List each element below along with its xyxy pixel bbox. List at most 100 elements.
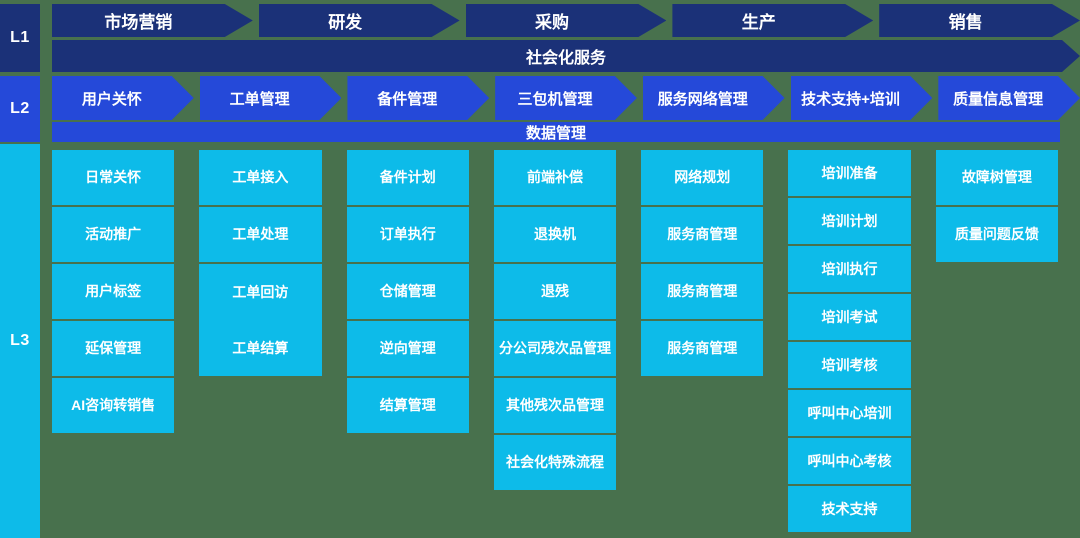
l3-column-5: 网络规划服务商管理服务商管理服务商管理 [641,150,764,376]
level-label-l3: L3 [0,144,40,538]
l3-cell: 分公司残次品管理 [493,321,617,376]
l3-cell: 订单执行 [346,207,469,262]
l1-stage-label: 研发 [328,13,363,32]
l1-stage-label: 生产 [741,13,776,32]
l3-cell: AI咨询转销售 [52,378,175,433]
l3-cell: 工单接入 [199,150,322,205]
l1-stage-2: 研发 [259,4,460,37]
l3-cell: 培训执行 [788,246,911,292]
l3-cell: 技术支持 [788,486,911,532]
l3-cell-label: 服务商管理 [667,226,738,243]
l3-cell-label: 备件计划 [379,169,436,186]
level-label-l2: L2 [0,76,40,142]
l3-cell-label: 逆向管理 [379,340,436,357]
l3-cell-label: 订单执行 [379,226,436,243]
l3-cell: 其他残次品管理 [493,378,617,433]
l3-cell: 备件计划 [346,150,469,205]
l3-cell: 延保管理 [52,321,175,376]
l3-cell-label: 网络规划 [674,169,731,186]
l2-banner-label: 数据管理 [525,124,586,142]
l3-cell: 培训准备 [788,150,911,196]
l3-cell-label: 社会化特殊流程 [505,454,604,471]
l3-cell-label: 工单回访 [232,283,289,300]
l3-cell: 培训考核 [788,342,911,388]
l1-stage-1: 市场营销 [52,4,253,37]
l1-stage-label: 市场营销 [104,13,173,32]
l3-cell: 日常关怀 [52,150,175,205]
l3-cell-label: 退残 [540,283,569,300]
l3-cell: 逆向管理 [346,321,469,376]
l2-stage-4: 三包机管理 [495,76,637,120]
l3-column-1: 日常关怀活动推广用户标签延保管理 AI咨询转销售 [52,150,175,433]
l3-cell: 退残 [493,264,617,319]
l2-banner: 数据管理 [52,122,1060,142]
l1-stage-5: 销售 [879,4,1080,37]
l3-cell-label: 退换机 [533,226,576,243]
l3-cell-label: 呼叫中心培训 [807,404,892,421]
l3-cell-label: 用户标签 [85,283,142,300]
l3-column-2: 工单接入工单处理工单回访工单结算 [199,150,322,376]
l3-cell: 培训计划 [788,198,911,244]
l2-stage-label: 备件管理 [377,90,438,108]
l2-stage-label: 工单管理 [229,90,290,108]
l1-stage-4: 生产 [672,4,873,37]
l3-cell-label: 培训考核 [821,356,878,373]
l2-stage-row: 用户关怀工单管理备件管理三包机管理服务网络管理技术支持+培训质量信息管理 [52,76,1080,120]
l1-stage-3: 采购 [466,4,667,37]
l3-cell-label: 培训考试 [821,308,878,325]
l2-stage-label: 用户关怀 [81,90,142,108]
l2-stage-label: 技术支持+培训 [801,90,900,108]
l3-column-6: 培训准备培训计划培训执行培训考试培训考核呼叫中心培训呼叫中心考核技术支持 [788,150,911,532]
l2-stage-1: 用户关怀 [52,76,194,120]
l3-cell: 社会化特殊流程 [493,435,617,490]
l3-cell: 前端补偿 [493,150,617,205]
l3-cell-label: 活动推广 [85,226,142,243]
l3-cell: 结算管理 [346,378,469,433]
l3-cell-label: 工单结算 [232,339,289,356]
l2-stage-label: 三包机管理 [517,90,593,108]
l1-banner: 社会化服务 [52,40,1080,72]
l3-cell-label: 前端补偿 [526,169,583,186]
l3-cell-label: 结算管理 [379,397,436,414]
l3-cell-label: 呼叫中心考核 [807,452,892,469]
l2-stage-6: 技术支持+培训 [791,76,933,120]
l3-cell: 故障树管理 [935,150,1058,205]
l3-cell-label: 培训准备 [821,164,878,181]
l3-cell-label: 技术支持 [821,500,878,517]
l3-cell-label: 工单处理 [232,226,289,243]
l3-cell-label: 培训执行 [821,260,878,277]
l3-cell-label: 质量问题反馈 [954,226,1039,243]
l3-cell: 服务商管理 [641,321,764,376]
l3-cell-label: 服务商管理 [667,340,738,357]
l3-cell: 用户标签 [52,264,175,319]
l3-column-7: 故障树管理质量问题反馈 [935,150,1058,262]
l3-cell-label: 日常关怀 [85,169,142,186]
l3-cell: 退换机 [493,207,617,262]
l3-column-3: 备件计划订单执行仓储管理逆向管理结算管理 [346,150,469,433]
l2-stage-label: 服务网络管理 [657,90,748,108]
l3-cell: 服务商管理 [641,207,764,262]
l3-cell: 工单回访工单结算 [199,264,322,376]
l3-cell-label: AI咨询转销售 [71,397,156,414]
l3-cell: 工单处理 [199,207,322,262]
l3-cell-label: 延保管理 [85,340,142,357]
l1-banner-label: 社会化服务 [525,50,606,67]
l3-column-4: 前端补偿退换机退残分公司残次品管理其他残次品管理社会化特殊流程 [493,150,617,490]
l3-cell: 质量问题反馈 [935,207,1058,262]
l2-stage-2: 工单管理 [200,76,342,120]
l3-cell-label: 其他残次品管理 [505,397,604,414]
l2-stage-5: 服务网络管理 [643,76,785,120]
l3-cell: 呼叫中心考核 [788,438,911,484]
l1-stage-label: 采购 [534,13,569,32]
l3-cell-label: 工单接入 [232,169,289,186]
l3-cell-label: 仓储管理 [379,283,436,300]
l3-cell: 仓储管理 [346,264,469,319]
l1-stage-label: 销售 [948,13,983,32]
l3-cell-label: 服务商管理 [667,283,738,300]
l3-cell: 服务商管理 [641,264,764,319]
l3-cell: 培训考试 [788,294,911,340]
l3-cell-label: 故障树管理 [961,169,1032,186]
level-label-l1: L1 [0,4,40,72]
l3-cell-label: 分公司残次品管理 [498,340,611,357]
